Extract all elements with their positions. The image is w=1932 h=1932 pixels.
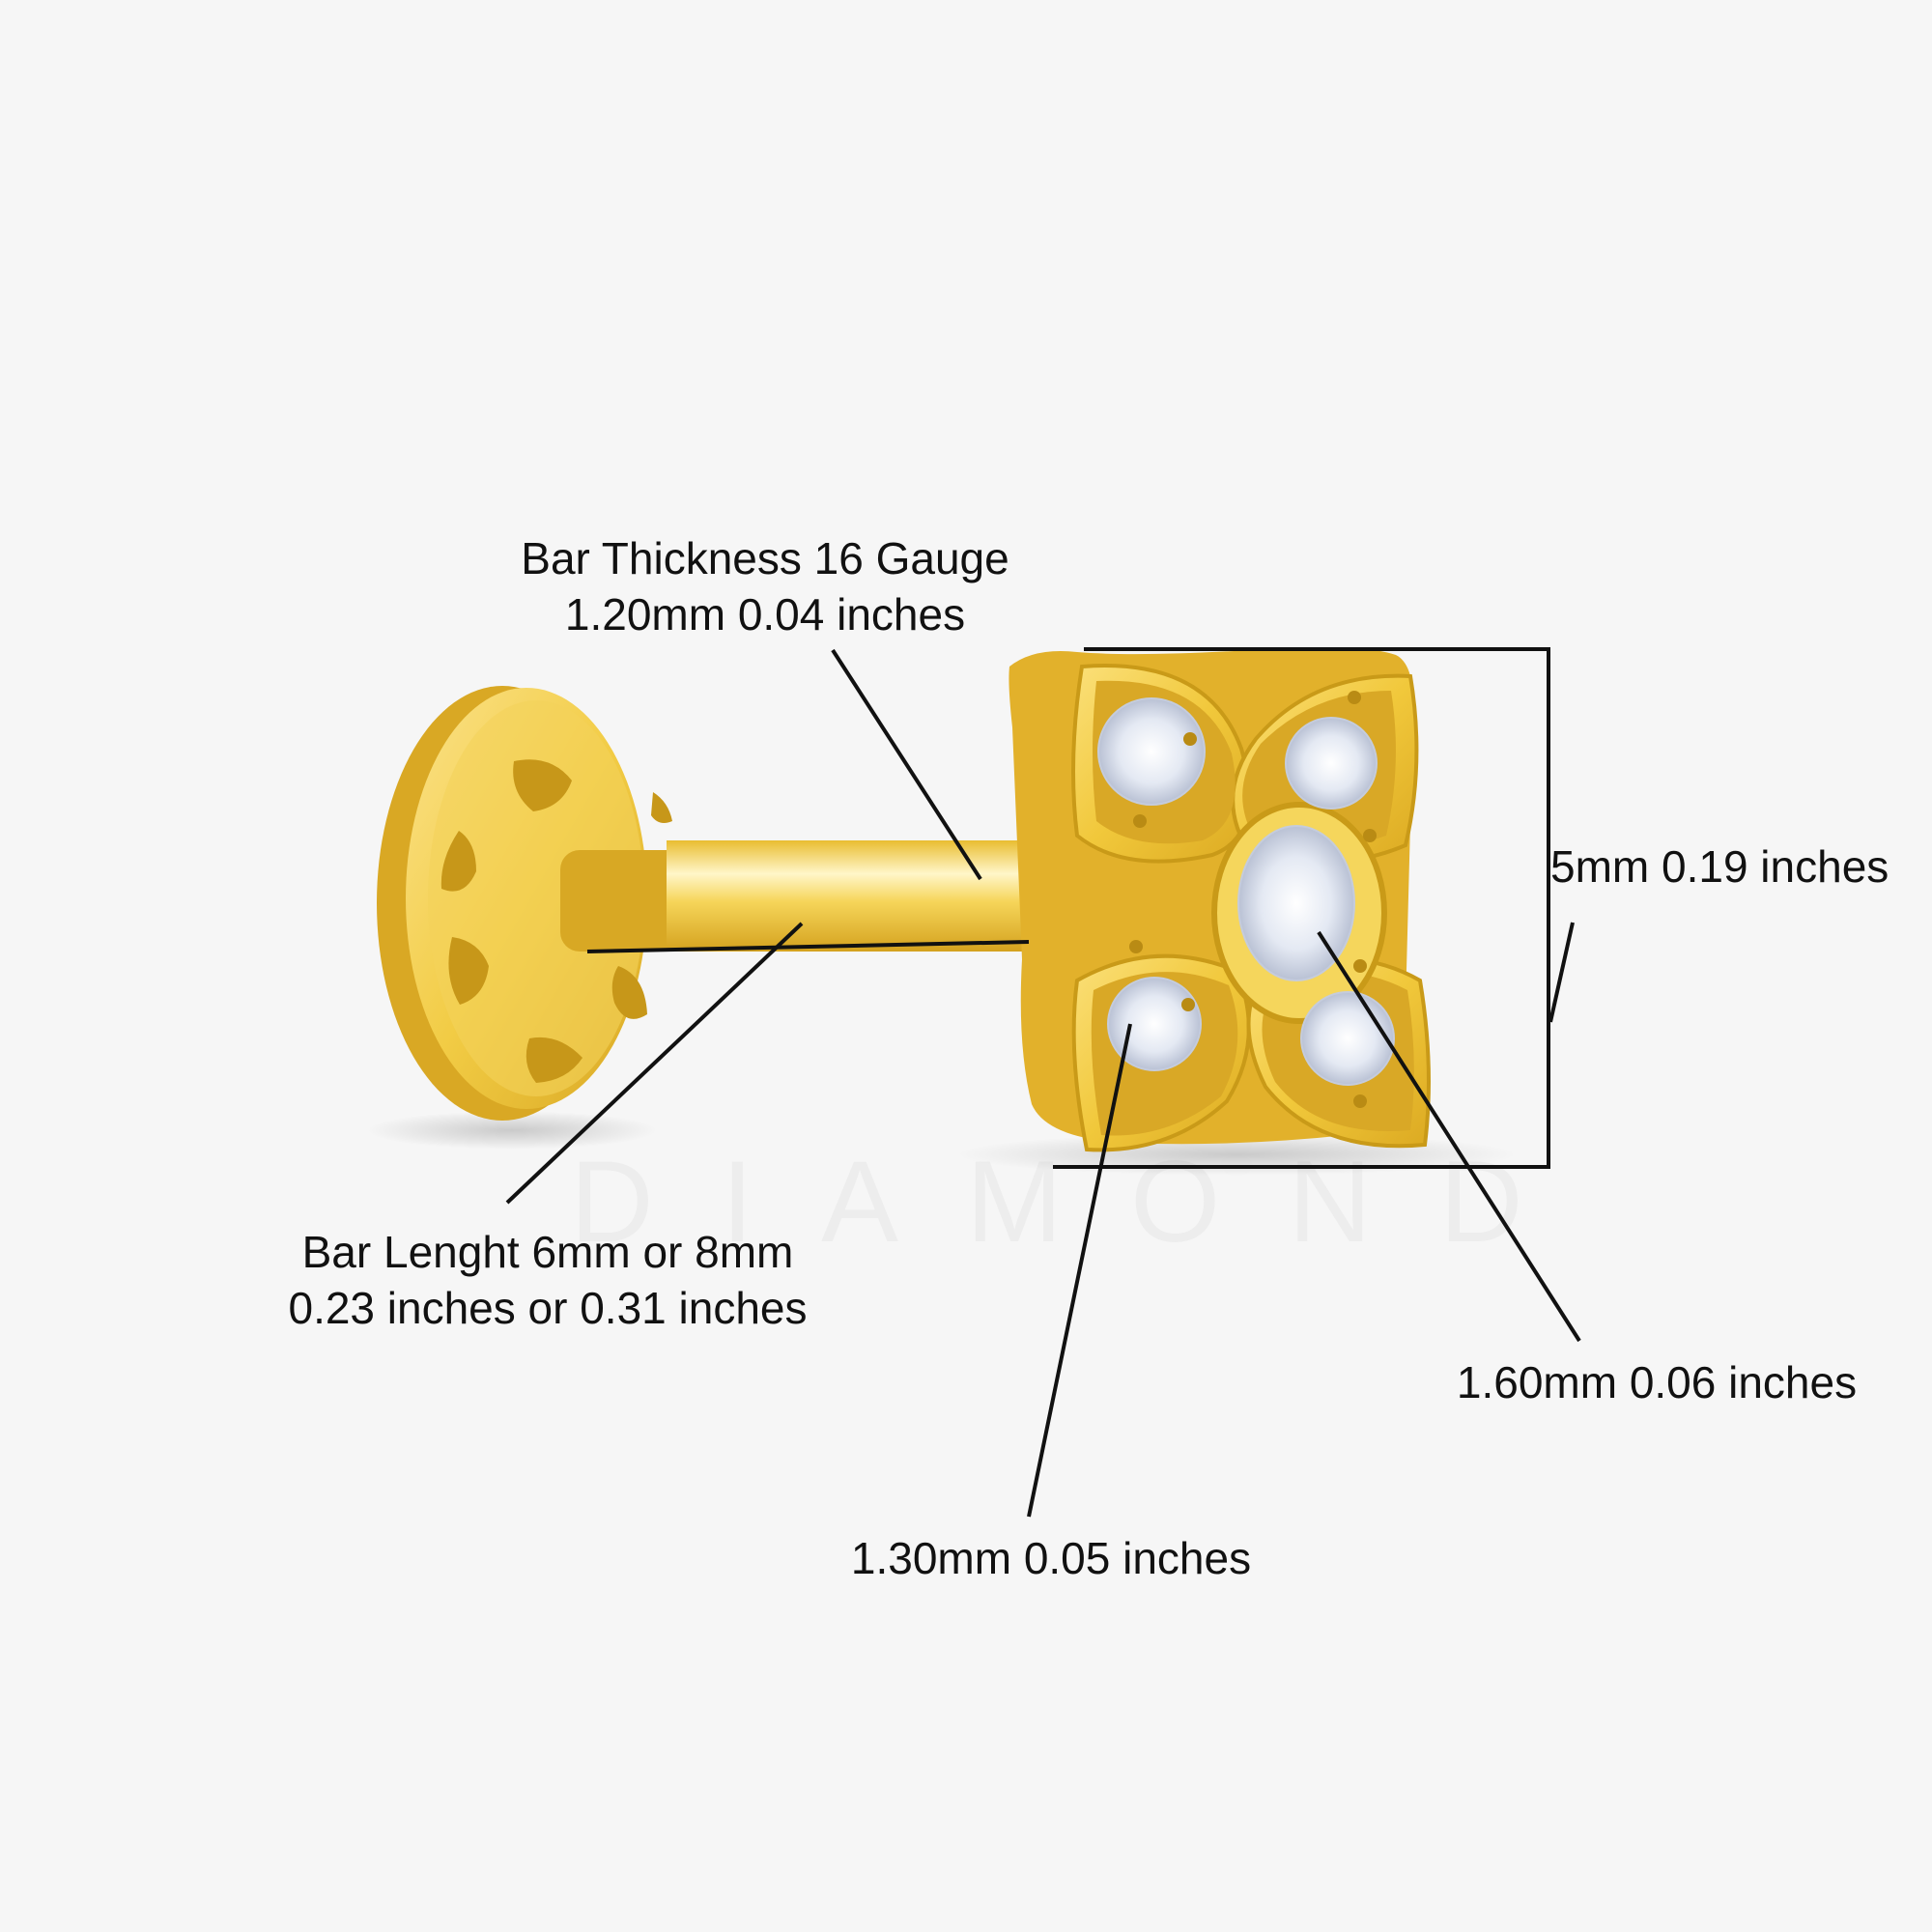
bar-length-line1: Bar Lenght 6mm or 8mm xyxy=(301,1227,794,1277)
stone-center-icon xyxy=(1237,825,1355,981)
stone-top-left-icon xyxy=(1097,697,1206,806)
center-stone-label: 1.60mm 0.06 inches xyxy=(1430,1354,1884,1410)
bar-thickness-leader xyxy=(831,648,982,881)
side-stone-label: 1.30mm 0.05 inches xyxy=(824,1530,1278,1586)
bar-thickness-label: Bar Thickness 16 Gauge 1.20mm 0.04 inche… xyxy=(499,530,1031,642)
stone-top-right-icon xyxy=(1285,717,1378,810)
bar-length-measure-line xyxy=(586,940,1030,953)
bar-thickness-line2: 1.20mm 0.04 inches xyxy=(564,589,966,639)
bar-thickness-line1: Bar Thickness 16 Gauge xyxy=(521,533,1009,583)
center-stone-text: 1.60mm 0.06 inches xyxy=(1456,1357,1858,1407)
bar-length-line2: 0.23 inches or 0.31 inches xyxy=(288,1283,808,1333)
bar-length-leader xyxy=(505,922,804,1205)
bar-icon xyxy=(560,840,1053,952)
bar-length-label: Bar Lenght 6mm or 8mm 0.23 inches or 0.3… xyxy=(258,1224,838,1336)
stone-bottom-right-icon xyxy=(1300,991,1395,1086)
side-stone-text: 1.30mm 0.05 inches xyxy=(850,1533,1252,1583)
center-stone-leader xyxy=(1317,930,1581,1343)
head-size-label: 5mm 0.19 inches xyxy=(1550,838,1889,895)
disc-shadow xyxy=(367,1111,657,1150)
back-disc-icon xyxy=(377,686,672,1121)
head-size-leader xyxy=(1548,922,1575,1023)
side-stone-leader xyxy=(1027,1023,1132,1518)
dimension-lines xyxy=(505,647,1581,1518)
head-size-text: 5mm 0.19 inches xyxy=(1550,841,1889,892)
head-size-bracket xyxy=(1053,647,1550,1169)
stone-bottom-left-icon xyxy=(1107,977,1202,1071)
